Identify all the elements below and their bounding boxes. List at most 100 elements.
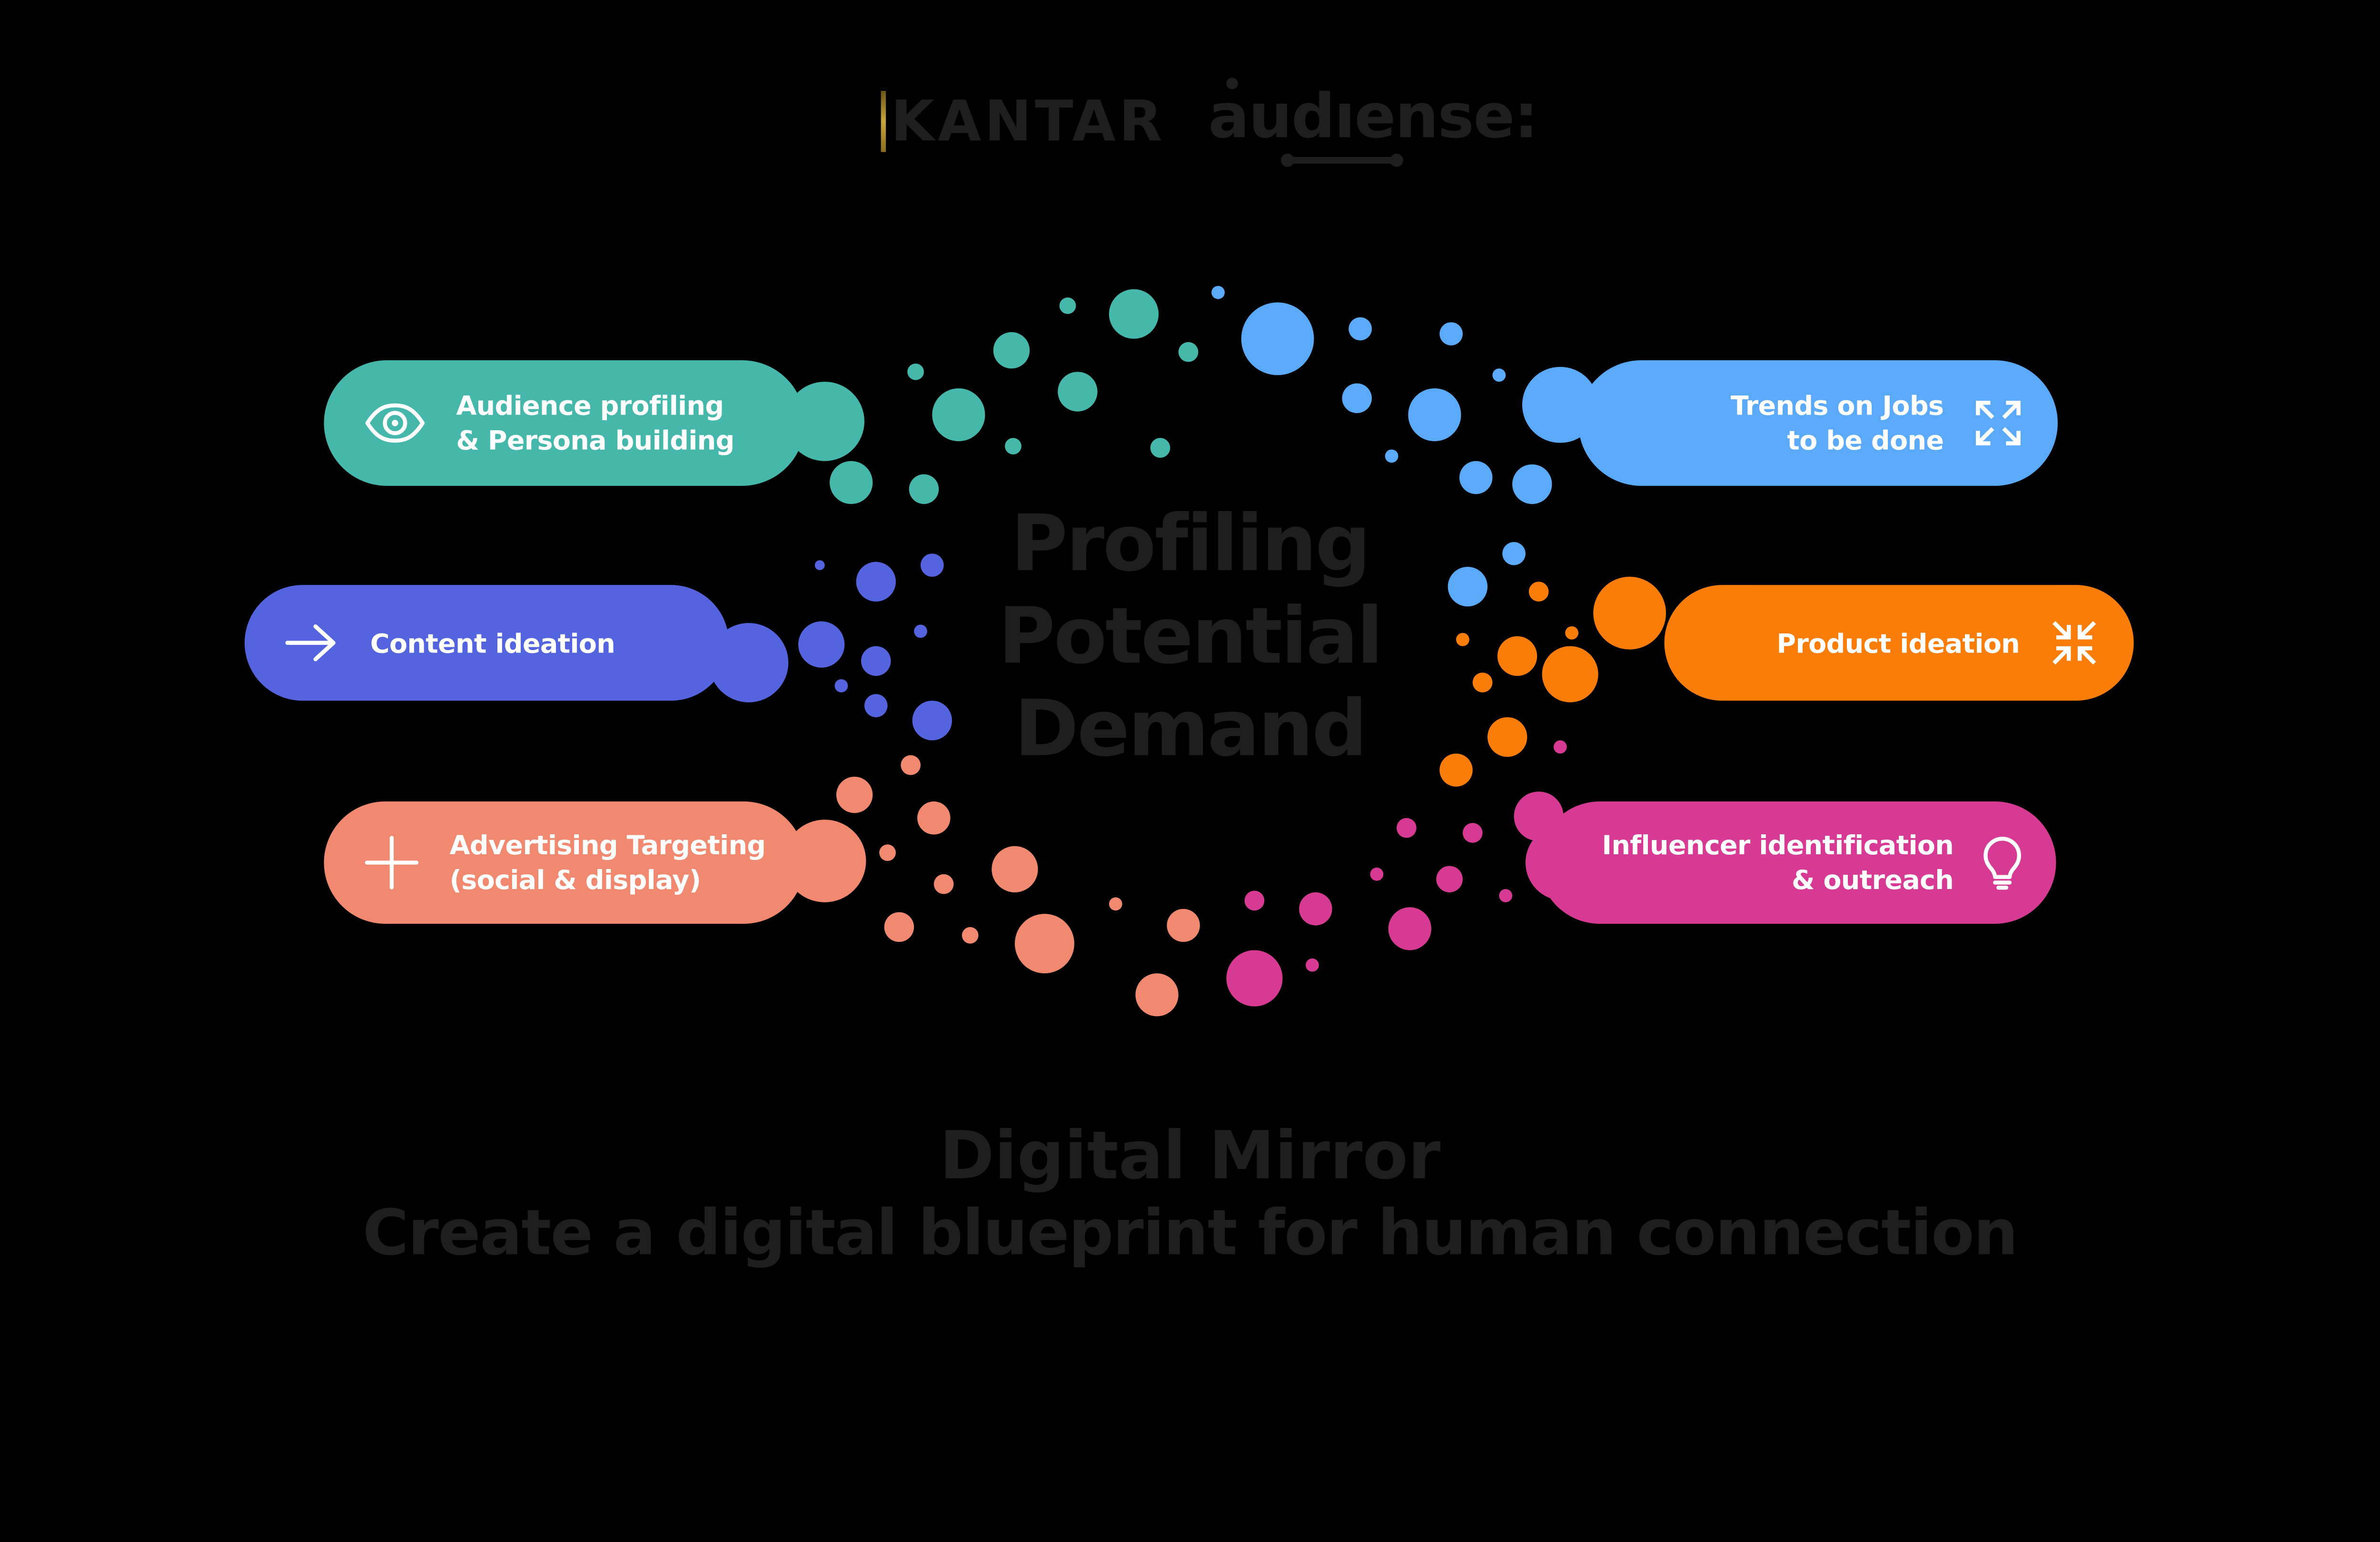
pill-label-line: Content ideation — [370, 627, 615, 659]
ring-dot-pink — [1226, 950, 1283, 1007]
ring-dot-light-blue — [1502, 542, 1526, 565]
ring-dot-light-blue — [1448, 566, 1488, 607]
ring-dot-light-blue — [1349, 317, 1372, 341]
ring-dot-light-blue — [1241, 302, 1314, 376]
ring-dot-blue-violet — [921, 554, 944, 577]
ring-dot-salmon — [884, 912, 914, 942]
ring-dot-pink — [1436, 866, 1463, 892]
pill-label-line: & outreach — [1791, 864, 1954, 896]
ring-dot-teal — [993, 332, 1030, 369]
ring-dot-light-blue — [1408, 388, 1461, 442]
ring-dot-light-blue — [1211, 286, 1225, 299]
eye-icon — [364, 402, 426, 445]
ring-dot-pink — [1306, 958, 1319, 972]
pill-label: Audience profiling & Persona building — [456, 388, 734, 458]
pill-connector-circle — [1593, 576, 1666, 650]
pill-label-line: & Persona building — [456, 425, 734, 456]
ring-dot-orange — [1456, 633, 1469, 646]
lightbulb-icon — [1980, 834, 2025, 892]
ring-dot-orange — [1497, 636, 1537, 676]
pill-advertising-targeting: Advertising Targeting (social & display) — [324, 801, 805, 924]
pill-audience-profiling: Audience profiling & Persona building — [324, 360, 805, 486]
pill-label-line: to be done — [1787, 425, 1944, 456]
ring-dot-blue-violet — [914, 624, 927, 638]
pill-trends-on-jobs: Trends on Jobs to be done — [1578, 360, 2058, 486]
ring-dot-blue-violet — [912, 701, 952, 741]
ring-dot-salmon — [1014, 914, 1074, 974]
infographic-stage: KANTAR audıense: Profiling Potential Dem… — [0, 78, 2380, 1269]
ring-dot-blue-violet — [861, 646, 891, 676]
ring-dot-teal — [830, 461, 873, 504]
pill-label-line: Advertising Targeting — [449, 830, 766, 861]
ring-dot-light-blue — [1342, 383, 1372, 414]
pill-label-line: (social & display) — [449, 864, 701, 896]
ring-dot-blue-violet — [864, 694, 888, 717]
ring-dot-orange — [1488, 717, 1527, 757]
ring-dot-salmon — [933, 874, 954, 894]
ring-dot-light-blue — [1439, 322, 1463, 346]
ring-dot-salmon — [901, 755, 921, 775]
ring-dot-pink — [1553, 740, 1567, 754]
ring-dot-light-blue — [1459, 461, 1493, 494]
audiense-a-dot — [1226, 78, 1238, 89]
pill-influencer-identification: Influencer identification & outreach — [1538, 801, 2056, 924]
ring-dot-blue-violet — [856, 562, 896, 602]
footer-subtitle: Create a digital blueprint for human con… — [362, 1196, 2018, 1269]
ring-dot-teal — [1178, 342, 1199, 362]
expand-arrows-icon — [1970, 395, 2026, 451]
ring-dot-teal — [909, 474, 939, 504]
pill-label-line: Product ideation — [1776, 627, 2020, 659]
ring-dot-light-blue — [1385, 449, 1398, 463]
ring-dot-teal — [1059, 297, 1076, 314]
ring-dot-pink — [1370, 867, 1384, 881]
ring-dot-salmon — [1109, 897, 1122, 911]
pill-label-line: Trends on Jobs — [1730, 390, 1944, 422]
ring-dot-teal — [1058, 372, 1098, 412]
kantar-logo: KANTAR — [891, 89, 1166, 156]
ring-dot-salmon — [1167, 909, 1200, 942]
arrow-right-icon — [284, 620, 340, 666]
pill-content-ideation: Content ideation — [244, 585, 729, 701]
ring-dot-pink — [1397, 818, 1417, 838]
ring-dot-pink — [1299, 892, 1332, 926]
pill-product-ideation: Product ideation — [1664, 585, 2134, 701]
ring-dot-teal — [907, 363, 924, 380]
ring-dot-teal — [1109, 289, 1159, 339]
pill-label-line: Influencer identification — [1602, 830, 1954, 861]
plus-icon — [364, 834, 420, 890]
ring-dot-salmon — [879, 844, 896, 861]
ring-dot-orange — [1565, 626, 1578, 640]
ring-dot-blue-violet — [814, 560, 825, 570]
pill-label: Product ideation — [1776, 625, 2020, 660]
pill-label: Advertising Targeting (social & display) — [449, 828, 766, 898]
ring-dot-orange — [1472, 672, 1493, 692]
center-title-line: Demand — [1014, 684, 1368, 775]
kantar-gold-bar — [881, 90, 886, 152]
ring-dot-orange — [1542, 646, 1598, 702]
ring-dot-pink — [1499, 889, 1513, 902]
audiense-logo: audıense: — [1208, 81, 1538, 152]
ring-dot-teal — [1005, 438, 1021, 455]
ring-dot-blue-violet — [798, 621, 845, 668]
center-title: Profiling Potential Demand — [0, 499, 2380, 777]
ring-dot-salmon — [992, 846, 1038, 892]
ring-dot-salmon — [917, 801, 951, 835]
footer-title: Digital Mirror — [939, 1118, 1441, 1195]
audiense-underline — [1280, 154, 1403, 166]
ring-dot-pink — [1388, 907, 1431, 950]
ring-dot-blue-violet — [834, 679, 848, 692]
ring-dot-orange — [1528, 582, 1549, 602]
ring-dot-light-blue — [1512, 464, 1552, 504]
pill-label: Trends on Jobs to be done — [1731, 388, 1944, 458]
ring-dot-salmon — [962, 927, 979, 944]
ring-dot-teal — [932, 388, 985, 442]
ring-dot-pink — [1462, 823, 1483, 843]
center-title-line: Profiling — [1011, 499, 1371, 590]
pill-label-line: Audience profiling — [456, 390, 724, 422]
compress-arrows-icon — [2046, 615, 2102, 671]
ring-dot-orange — [1439, 753, 1473, 787]
ring-dot-light-blue — [1492, 368, 1506, 382]
ring-dot-pink — [1244, 890, 1265, 911]
ring-dot-salmon — [836, 776, 873, 813]
pill-label: Content ideation — [370, 625, 615, 660]
